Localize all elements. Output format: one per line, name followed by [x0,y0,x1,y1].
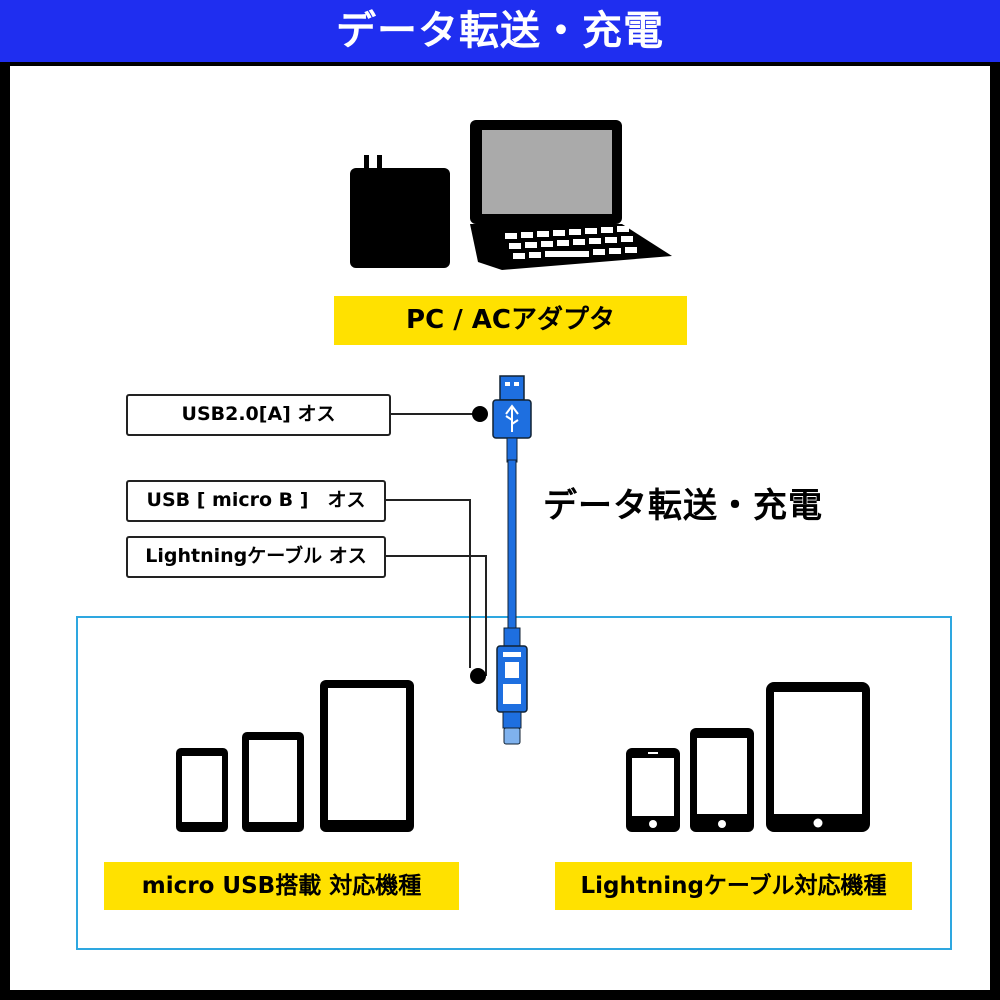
lightning-connector-label: Lightningケーブル オス [126,536,386,578]
page-title: データ転送・充電 [0,0,1000,62]
micro-b-label: USB [ micro B ] オス [126,480,386,522]
lightning-devices-label: Lightningケーブル対応機種 [555,862,912,910]
usb-a-label: USB2.0[A] オス [126,394,391,436]
source-label: PC / ACアダプタ [334,296,687,345]
micro-b-pointer-dot [470,668,486,684]
lightning-devices-icon [626,682,870,832]
cable-icon [492,375,532,745]
leader-lines [386,413,487,676]
usb-a-pointer-dot [472,406,488,422]
micro-usb-devices-label: micro USB搭載 対応機種 [104,862,459,910]
ac-adapter-icon [350,155,450,268]
laptop-icon [470,120,672,270]
function-label: データ転送・充電 [543,486,823,526]
micro-usb-devices-icon [176,680,414,832]
